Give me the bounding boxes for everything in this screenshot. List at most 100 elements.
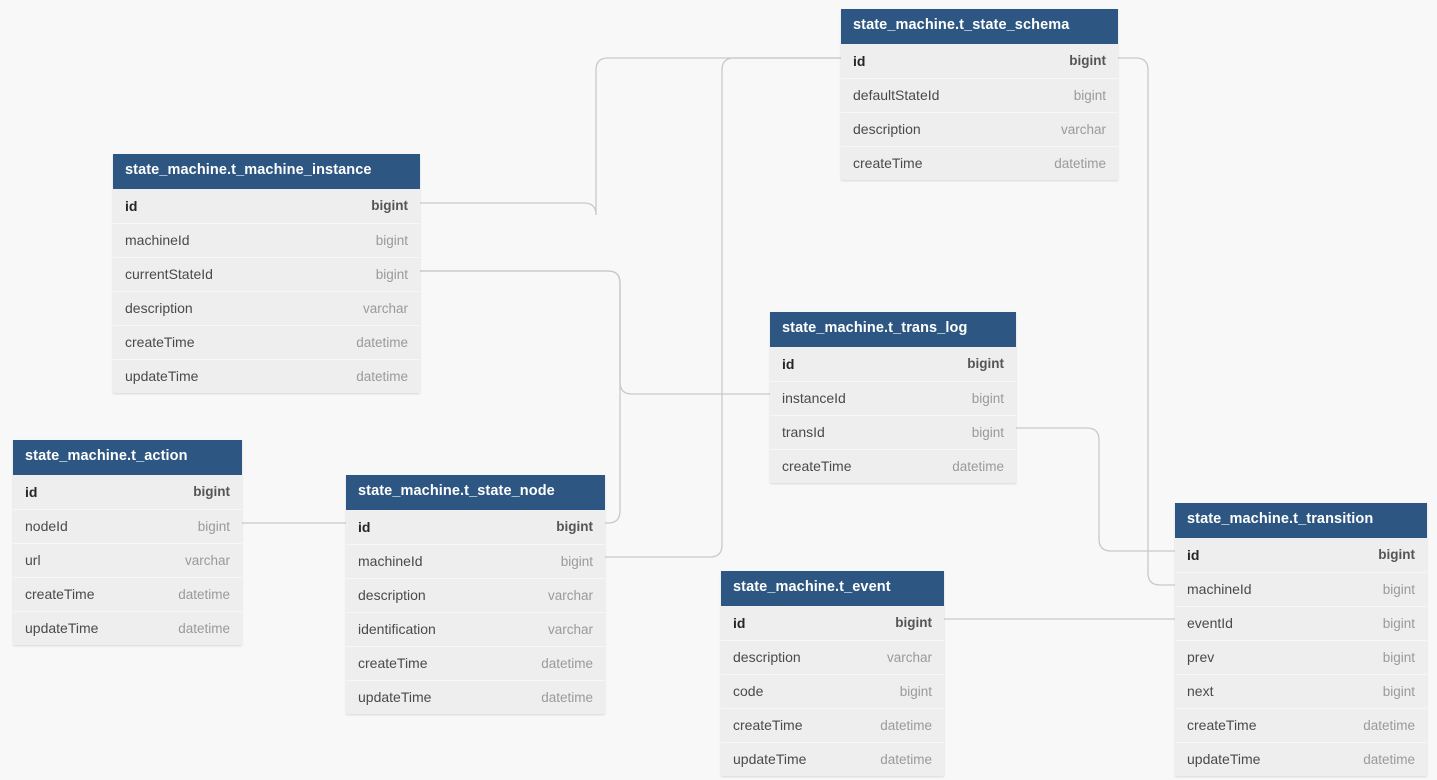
field-name: updateTime	[1187, 751, 1261, 768]
field-type: bigint	[967, 356, 1004, 372]
table-title-t_trans_log: state_machine.t_trans_log	[770, 312, 1016, 347]
field-type: bigint	[1382, 649, 1415, 665]
field-row[interactable]: id bigint	[721, 606, 944, 640]
field-type: bigint	[1382, 683, 1415, 699]
field-type: bigint	[971, 424, 1004, 440]
field-type: datetime	[356, 334, 408, 350]
table-title-t_state_node: state_machine.t_state_node	[346, 475, 605, 510]
field-row[interactable]: createTime datetime	[721, 707, 944, 742]
field-name: eventId	[1187, 615, 1233, 632]
field-name: description	[733, 649, 801, 666]
field-name: description	[853, 121, 921, 138]
field-name: createTime	[358, 655, 428, 672]
field-name: createTime	[782, 458, 852, 475]
field-type: bigint	[375, 266, 408, 282]
field-row[interactable]: transId bigint	[770, 414, 1016, 449]
field-name: transId	[782, 424, 825, 441]
field-type: bigint	[1382, 581, 1415, 597]
field-name: createTime	[1187, 717, 1257, 734]
field-name: createTime	[125, 334, 195, 351]
table-title-t_machine_instance: state_machine.t_machine_instance	[113, 154, 420, 189]
field-type: datetime	[880, 751, 932, 767]
field-row[interactable]: eventId bigint	[1175, 605, 1427, 640]
relationship-edge-trans_log-instanceId-to-machine_instance-id	[420, 270, 770, 395]
field-name: defaultStateId	[853, 87, 940, 104]
field-type: bigint	[375, 232, 408, 248]
field-row[interactable]: updateTime datetime	[721, 741, 944, 776]
field-type: datetime	[1363, 717, 1415, 733]
field-row[interactable]: identification varchar	[346, 611, 605, 646]
table-title-t_state_schema: state_machine.t_state_schema	[841, 9, 1118, 44]
field-type: bigint	[1378, 547, 1415, 563]
field-type: datetime	[356, 368, 408, 384]
field-name: id	[358, 518, 371, 535]
field-type: bigint	[895, 615, 932, 631]
field-row[interactable]: createTime datetime	[1175, 707, 1427, 742]
field-name: updateTime	[125, 368, 199, 385]
field-row[interactable]: createTime datetime	[113, 324, 420, 359]
field-name: id	[782, 355, 795, 372]
field-name: nodeId	[25, 518, 68, 535]
field-type: bigint	[971, 390, 1004, 406]
field-name: identification	[358, 621, 436, 638]
field-name: createTime	[733, 717, 803, 734]
field-type: datetime	[880, 717, 932, 733]
field-name: url	[25, 552, 41, 569]
field-name: id	[733, 614, 746, 631]
field-type: bigint	[1382, 615, 1415, 631]
field-name: instanceId	[782, 390, 846, 407]
field-type: bigint	[1069, 53, 1106, 69]
field-type: datetime	[1054, 155, 1106, 171]
field-type: bigint	[560, 553, 593, 569]
field-type: varchar	[886, 649, 932, 665]
field-row[interactable]: next bigint	[1175, 673, 1427, 708]
table-fields-t_trans_log: id bigint instanceId bigint transId bigint cre…	[770, 347, 1016, 483]
field-row[interactable]: defaultStateId bigint	[841, 77, 1118, 112]
field-type: bigint	[1073, 87, 1106, 103]
field-row[interactable]: id bigint	[770, 347, 1016, 381]
table-title-t_action: state_machine.t_action	[13, 440, 242, 475]
field-name: description	[358, 587, 426, 604]
field-row[interactable]: updateTime datetime	[113, 358, 420, 393]
field-type: varchar	[547, 621, 593, 637]
field-row[interactable]: description varchar	[721, 639, 944, 674]
field-name: updateTime	[733, 751, 807, 768]
field-row[interactable]: instanceId bigint	[770, 380, 1016, 415]
field-name: next	[1187, 683, 1214, 700]
